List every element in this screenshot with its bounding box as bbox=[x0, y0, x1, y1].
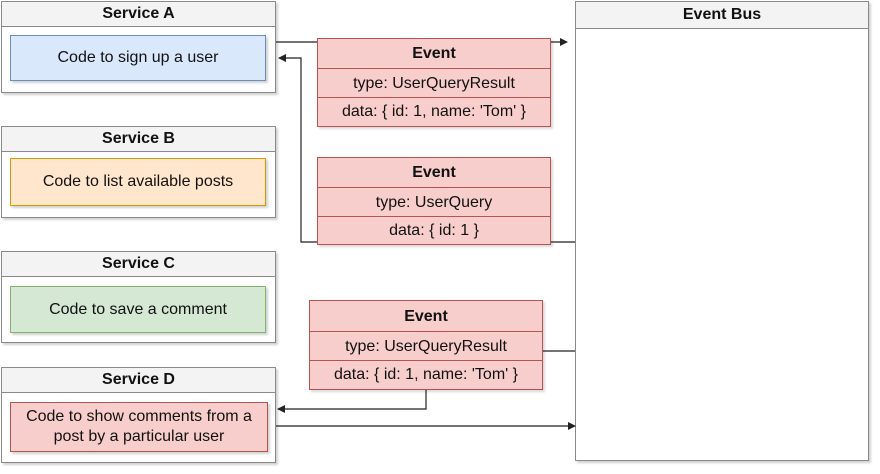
service-a-code: Code to sign up a user bbox=[10, 35, 266, 81]
service-b: Service B Code to list available posts bbox=[1, 126, 276, 218]
service-d-title: Service D bbox=[2, 368, 275, 393]
event-3-type: type: UserQueryResult bbox=[310, 332, 542, 361]
event-user-query-result-2: Event type: UserQueryResult data: { id: … bbox=[309, 300, 543, 390]
service-a-code-text: Code to sign up a user bbox=[57, 49, 219, 66]
service-d: Service D Code to show comments from a p… bbox=[1, 367, 276, 463]
service-d-code-line1: Code to show comments from a bbox=[26, 408, 252, 425]
event-bus-title: Event Bus bbox=[576, 2, 868, 29]
event-3-data: data: { id: 1, name: 'Tom' } bbox=[334, 366, 518, 383]
event-1-data: data: { id: 1, name: 'Tom' } bbox=[342, 103, 526, 120]
service-d-code-line2: post by a particular user bbox=[53, 428, 225, 445]
event-2-type: type: UserQuery bbox=[318, 188, 550, 217]
service-b-code-text: Code to list available posts bbox=[42, 173, 234, 190]
service-c-code-text: Code to save a comment bbox=[49, 300, 227, 318]
service-b-code: Code to list available posts bbox=[10, 158, 266, 206]
service-c-code: Code to save a comment bbox=[10, 286, 266, 333]
event-3-title: Event bbox=[310, 301, 542, 332]
event-user-query: Event type: UserQuery data: { id: 1 } bbox=[317, 157, 551, 245]
event-user-query-result-1: Event type: UserQueryResult data: { id: … bbox=[317, 38, 551, 127]
service-c: Service C Code to save a comment bbox=[1, 251, 276, 343]
event-bus: Event Bus bbox=[575, 1, 869, 461]
service-a: Service A Code to sign up a user bbox=[1, 1, 276, 93]
service-b-title: Service B bbox=[2, 127, 275, 152]
service-c-title: Service C bbox=[2, 252, 275, 277]
event-2-data: data: { id: 1 } bbox=[389, 222, 479, 239]
event-1-type: type: UserQueryResult bbox=[318, 69, 550, 98]
event-1-title: Event bbox=[318, 39, 550, 69]
service-a-title: Service A bbox=[2, 2, 275, 27]
event-2-title: Event bbox=[318, 158, 550, 188]
service-d-code: Code to show comments from a post by a p… bbox=[10, 402, 268, 452]
